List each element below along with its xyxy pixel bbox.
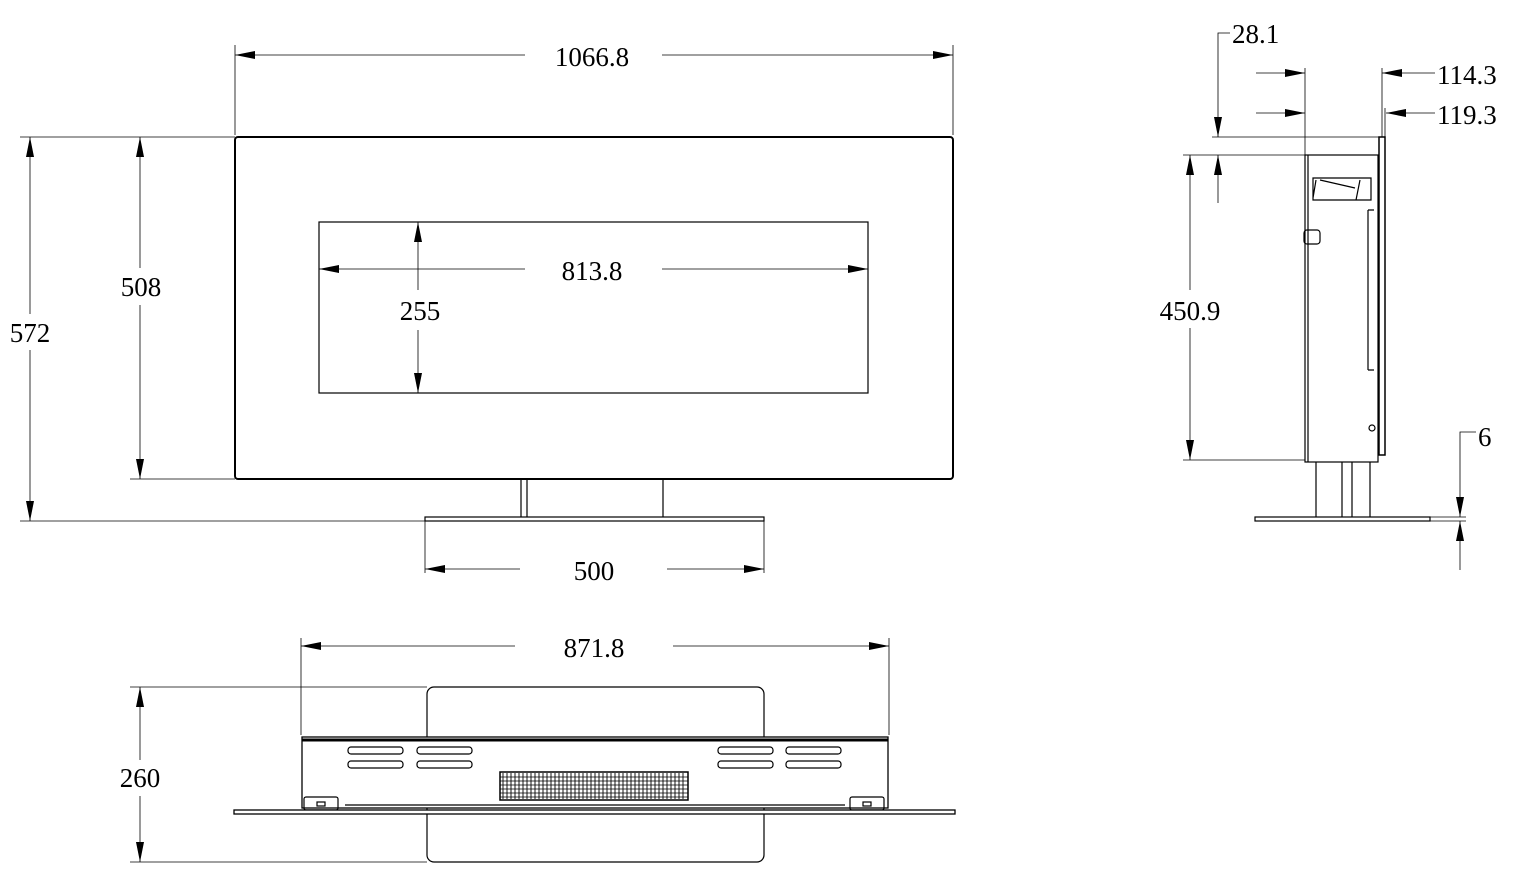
dim-label: 871.8 bbox=[564, 633, 625, 663]
side-body bbox=[1304, 154, 1379, 463]
side-view: 28.1 114.3 119.3 450.9 6 bbox=[1160, 19, 1497, 570]
base-plate bbox=[424, 516, 765, 522]
dim-label: 500 bbox=[574, 556, 615, 586]
dim-body-depth: 114.3 bbox=[1256, 60, 1497, 155]
heater-grille bbox=[499, 771, 689, 801]
dim-label: 1066.8 bbox=[555, 42, 629, 72]
side-vent bbox=[1312, 177, 1372, 201]
stand-front bbox=[424, 479, 765, 522]
inner-rail bbox=[1367, 209, 1374, 371]
dim-panel-height: 508 bbox=[121, 137, 235, 480]
outer-panel bbox=[234, 136, 954, 480]
dim-body-width: 871.8 bbox=[300, 633, 890, 735]
dim-overall-width: 1066.8 bbox=[234, 42, 954, 135]
dim-top-offset: 28.1 bbox=[1183, 19, 1384, 203]
dim-overall-height: 572 bbox=[10, 136, 425, 522]
vent-slots bbox=[347, 746, 842, 769]
dim-label: 119.3 bbox=[1437, 100, 1497, 130]
dim-label: 508 bbox=[121, 272, 162, 302]
screen-window bbox=[318, 221, 869, 394]
stand-side bbox=[1254, 462, 1431, 522]
front-glass-edge bbox=[1378, 136, 1386, 456]
dim-label: 114.3 bbox=[1437, 60, 1497, 90]
dim-screen-height: 255 bbox=[400, 222, 441, 393]
mount-bracket bbox=[1303, 229, 1321, 245]
dim-label: 255 bbox=[400, 296, 441, 326]
dim-total-depth: 119.3 bbox=[1256, 100, 1497, 137]
dim-base-width: 500 bbox=[424, 521, 765, 586]
dim-label: 28.1 bbox=[1232, 19, 1279, 49]
dim-body-height: 450.9 bbox=[1160, 155, 1305, 461]
dim-label: 572 bbox=[10, 318, 51, 348]
base-plate-side bbox=[1254, 516, 1431, 522]
dim-label: 813.8 bbox=[562, 256, 623, 286]
front-view: 1066.8 813.8 255 508 572 bbox=[10, 42, 954, 586]
dim-label: 260 bbox=[120, 763, 161, 793]
dim-base-depth: 260 bbox=[120, 686, 427, 863]
bottom-view: 871.8 260 bbox=[120, 633, 956, 863]
front-panel-edge bbox=[233, 809, 956, 815]
dim-label: 6 bbox=[1478, 422, 1492, 452]
dim-label: 450.9 bbox=[1160, 296, 1221, 326]
dim-screen-width: 813.8 bbox=[319, 256, 868, 286]
dim-base-thickness: 6 bbox=[1430, 422, 1492, 570]
